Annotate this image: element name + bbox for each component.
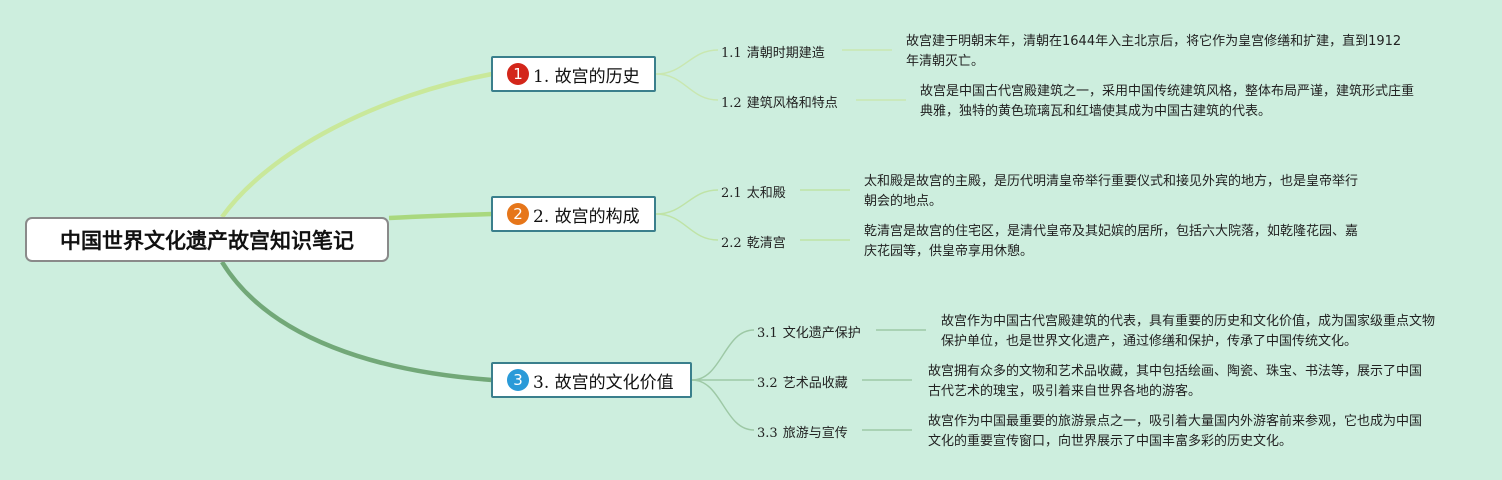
subtopic-2-1[interactable]: 2.1 太和殿 bbox=[721, 182, 786, 201]
note-1-1: 故宫建于明朝末年，清朝在1644年入主北京后，将它作为皇宫修缮和扩建，直到191… bbox=[906, 34, 1402, 69]
note-3-3: 故宫作为中国最重要的旅游景点之一，吸引着大量国内外游客前来参观，它也成为中国文化… bbox=[928, 414, 1423, 449]
note-2-2: 乾清宫是故宫的住宅区，是清代皇帝及其妃嫔的居所，包括六大院落，如乾隆花园、嘉庆花… bbox=[864, 224, 1359, 259]
note-1-2: 故宫是中国古代宫殿建筑之一，采用中国传统建筑风格，整体布局严谨，建筑形式庄重典雅… bbox=[920, 84, 1415, 119]
number-marker-icon: 2 bbox=[507, 203, 529, 225]
note-3-2: 故宫拥有众多的文物和艺术品收藏，其中包括绘画、陶瓷、珠宝、书法等，展示了中国古代… bbox=[928, 364, 1423, 399]
subtopic-code: 3.3 bbox=[757, 426, 778, 441]
subtopic-3-2[interactable]: 3.2 艺术品收藏 bbox=[757, 372, 848, 391]
subtopic-label: 旅游与宣传 bbox=[782, 426, 848, 441]
number-marker-icon: 1 bbox=[507, 63, 529, 85]
subtopic-1-2[interactable]: 1.2 建筑风格和特点 bbox=[721, 92, 838, 111]
subtopic-code: 2.2 bbox=[721, 236, 742, 251]
branch-line-2 bbox=[388, 211, 493, 221]
subtopic-1-1[interactable]: 1.1 清朝时期建造 bbox=[721, 42, 825, 61]
branch-composition[interactable]: 2 2. 故宫的构成 bbox=[491, 196, 656, 232]
subtopic-code: 2.1 bbox=[721, 186, 742, 201]
note-2-1: 太和殿是故宫的主殿，是历代明清皇帝举行重要仪式和接见外宾的地方，也是皇帝举行朝会… bbox=[864, 174, 1359, 209]
branch-title: 3. 故宫的文化价值 bbox=[533, 372, 674, 393]
branch-line-3 bbox=[220, 260, 493, 383]
subtopic-code: 3.2 bbox=[757, 376, 778, 391]
subtopic-label: 建筑风格和特点 bbox=[746, 96, 838, 111]
branch-title: 2. 故宫的构成 bbox=[533, 206, 640, 227]
note-3-1: 故宫作为中国古代宫殿建筑的代表，具有重要的历史和文化价值，成为国家级重点文物保护… bbox=[941, 314, 1436, 349]
subtopic-3-3[interactable]: 3.3 旅游与宣传 bbox=[757, 422, 848, 441]
subtopic-code: 1.2 bbox=[721, 96, 742, 111]
branch-history[interactable]: 1 1. 故宫的历史 bbox=[491, 56, 656, 92]
root-topic[interactable]: 中国世界文化遗产故宫知识笔记 bbox=[25, 217, 389, 262]
subtopic-label: 清朝时期建造 bbox=[746, 46, 825, 61]
subtopic-2-2[interactable]: 2.2 乾清宫 bbox=[721, 232, 786, 251]
subtopic-code: 1.1 bbox=[721, 46, 742, 61]
branch-line-1 bbox=[220, 71, 493, 219]
subtopic-label: 太和殿 bbox=[746, 186, 786, 201]
subtopic-3-1[interactable]: 3.1 文化遗产保护 bbox=[757, 322, 861, 341]
subtopic-label: 乾清宫 bbox=[746, 236, 786, 251]
root-title: 中国世界文化遗产故宫知识笔记 bbox=[60, 228, 354, 253]
subtopic-label: 艺术品收藏 bbox=[782, 376, 848, 391]
subtopic-code: 3.1 bbox=[757, 326, 778, 341]
number-marker-icon: 3 bbox=[507, 369, 529, 391]
branch-cultural-value[interactable]: 3 3. 故宫的文化价值 bbox=[491, 362, 692, 398]
subtopic-label: 文化遗产保护 bbox=[782, 326, 861, 341]
branch-title: 1. 故宫的历史 bbox=[533, 66, 640, 87]
